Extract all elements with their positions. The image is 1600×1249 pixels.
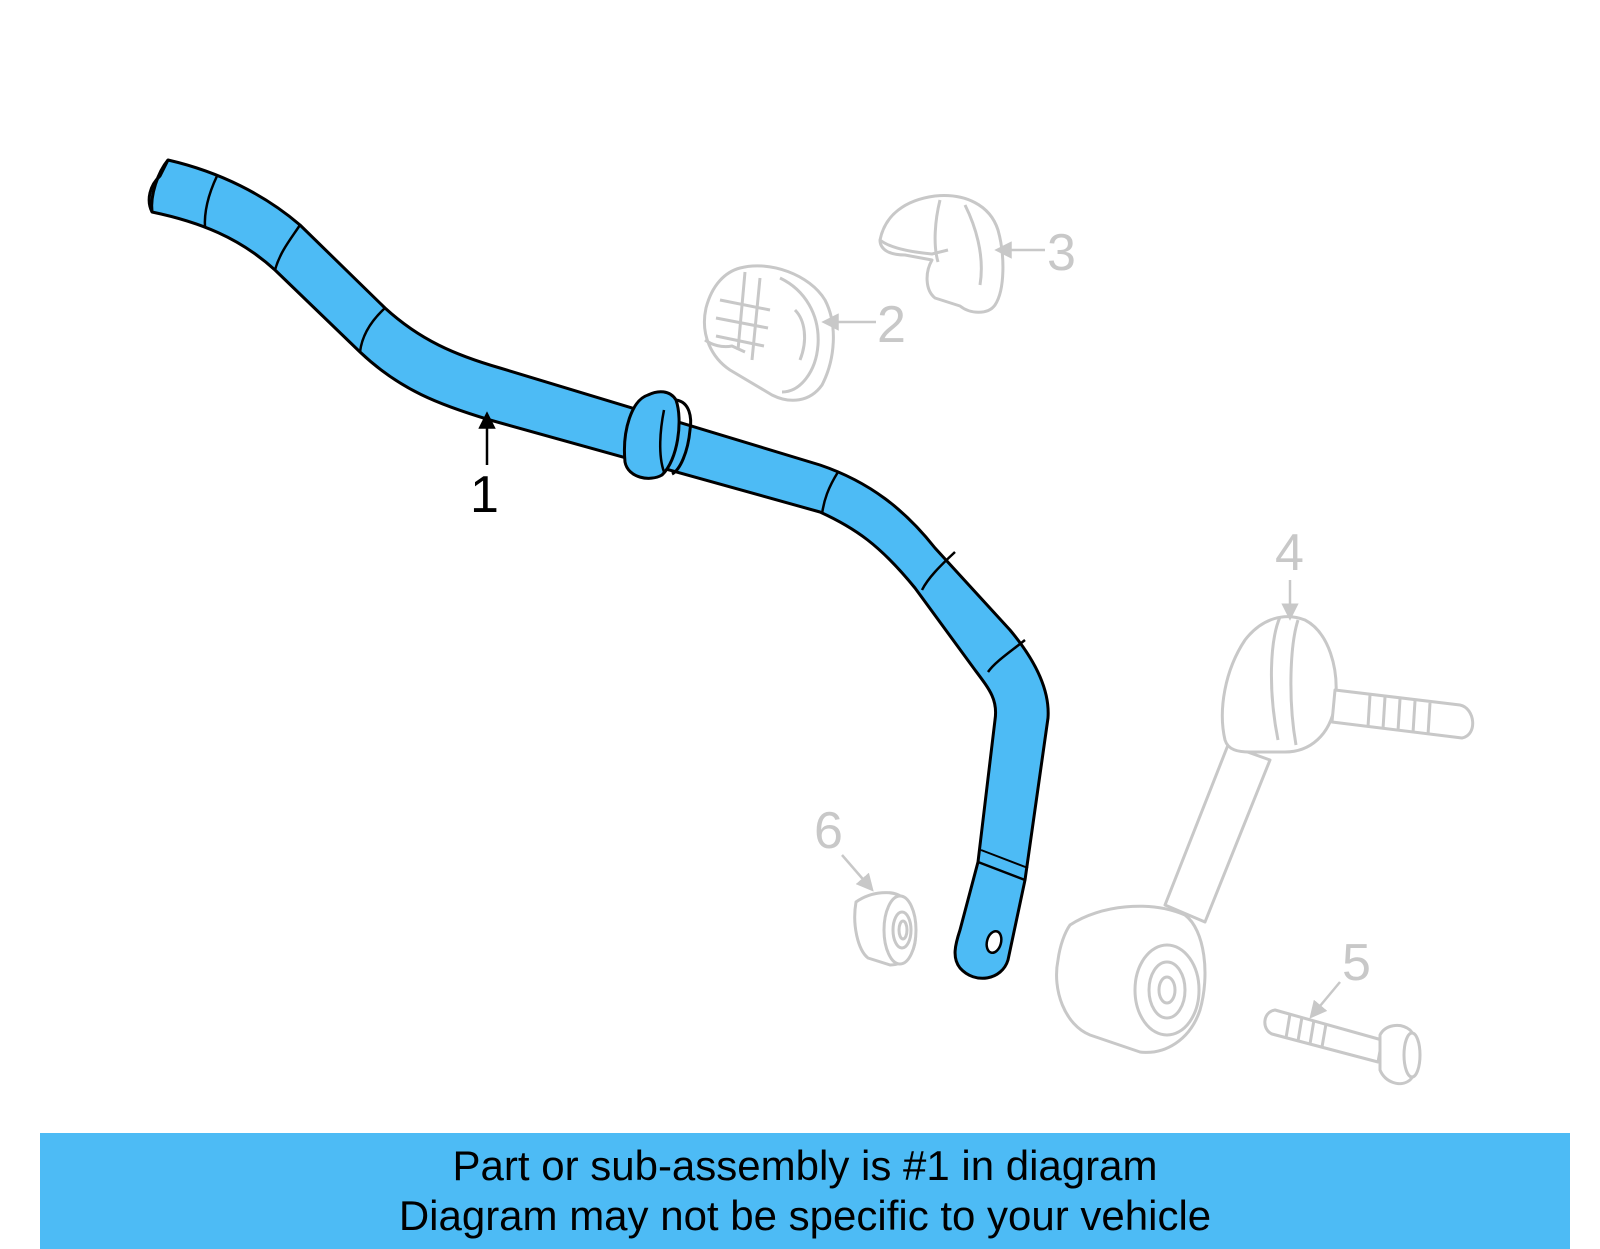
callout-label-4: 4 bbox=[1275, 524, 1304, 582]
callout-label-1: 1 bbox=[470, 466, 499, 524]
callout-1[interactable]: 1 bbox=[470, 411, 499, 524]
nut-part-6[interactable] bbox=[853, 891, 918, 967]
callout-label-6: 6 bbox=[814, 802, 843, 860]
bolt-part-5[interactable] bbox=[1263, 1008, 1422, 1086]
bracket-part-3[interactable] bbox=[878, 194, 1005, 314]
callout-6[interactable]: 6 bbox=[814, 802, 874, 892]
banner-line-disclaimer: Diagram may not be specific to your vehi… bbox=[398, 1192, 1212, 1239]
bar-bushing-collar bbox=[622, 390, 693, 480]
info-banner: Part or sub-assembly is #1 in diagram Di… bbox=[40, 1133, 1570, 1249]
bushing-part-2[interactable] bbox=[703, 264, 835, 402]
bar-end-hole bbox=[985, 929, 1003, 955]
callout-3[interactable]: 3 bbox=[994, 224, 1076, 282]
callout-label-5: 5 bbox=[1342, 934, 1371, 992]
callout-label-2: 2 bbox=[877, 296, 906, 354]
callout-label-3: 3 bbox=[1047, 224, 1076, 282]
stabilizer-bar-part-1[interactable] bbox=[147, 158, 1050, 980]
callout-2[interactable]: 2 bbox=[821, 296, 906, 354]
callout-4[interactable]: 4 bbox=[1275, 524, 1304, 621]
callout-5[interactable]: 5 bbox=[1309, 934, 1371, 1019]
banner-line-part-number: Part or sub-assembly is #1 in diagram bbox=[452, 1142, 1158, 1189]
stabilizer-link-part-4[interactable] bbox=[1055, 615, 1475, 1054]
